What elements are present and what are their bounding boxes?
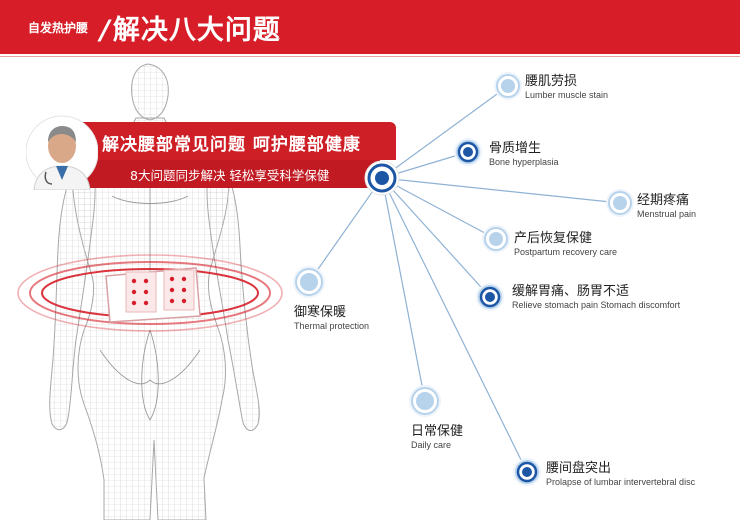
header-divider bbox=[0, 56, 740, 57]
hub-node bbox=[364, 160, 400, 196]
body-wireframe-figure bbox=[17, 63, 283, 520]
issue-8-en: Prolapse of lumbar intervertebral disc bbox=[546, 477, 696, 487]
banner-top-panel bbox=[80, 122, 396, 160]
issue-3-en: Menstrual pain bbox=[637, 209, 697, 219]
issue-2-en: Bone hyperplasia bbox=[489, 157, 559, 167]
connector-line-7 bbox=[381, 177, 426, 402]
issue-5-zh: 缓解胃痛、肠胃不适 bbox=[512, 284, 630, 299]
connector-line-3 bbox=[381, 177, 621, 204]
issue-node-1 bbox=[494, 72, 522, 100]
header-title: 解决八大问题 bbox=[112, 15, 281, 46]
connector-line-5 bbox=[381, 177, 491, 298]
issue-label-3: 经期疼痛 Menstrual pain bbox=[637, 193, 696, 220]
issue-7-en: Daily care bbox=[411, 440, 452, 450]
doctor-avatar bbox=[26, 115, 98, 190]
issue-4-en: Postpartum recovery care bbox=[514, 247, 618, 257]
issue-1-zh: 腰肌劳损 bbox=[525, 74, 578, 89]
header-bar: 自发热护腰 /解决八大问题 bbox=[0, 0, 740, 54]
issue-node-7 bbox=[409, 385, 441, 417]
banner-subline: 8大问题同步解决 轻松享受科学保健 bbox=[130, 168, 330, 183]
issue-node-2 bbox=[454, 138, 482, 166]
issue-label-8: 腰间盘突出 Prolapse of lumbar intervertebral … bbox=[546, 461, 695, 488]
connector-lines bbox=[308, 85, 621, 473]
issue-node-6 bbox=[293, 266, 325, 298]
issue-node-8 bbox=[513, 458, 541, 486]
issue-label-6: 御寒保暖 Thermal protection bbox=[294, 305, 369, 332]
issue-node-5 bbox=[476, 283, 504, 311]
banner-bottom-panel bbox=[80, 160, 380, 188]
header-title-wrap: /解决八大问题 bbox=[100, 15, 281, 46]
connector-line-1 bbox=[381, 85, 509, 179]
issue-label-1: 腰肌劳损 Lumber muscle stain bbox=[525, 74, 608, 101]
issue-label-7: 日常保健 Daily care bbox=[411, 424, 463, 451]
promo-banner: 解决腰部常见问题 呵护腰部健康 8大问题同步解决 轻松享受科学保健 bbox=[80, 122, 396, 188]
issue-nodes bbox=[293, 72, 634, 486]
issue-4-zh: 产后恢复保健 bbox=[514, 231, 593, 246]
issue-node-4 bbox=[482, 225, 510, 253]
banner-headline: 解决腰部常见问题 呵护腰部健康 bbox=[102, 135, 361, 155]
issue-label-2: 骨质增生 Bone hyperplasia bbox=[489, 141, 559, 168]
issue-label-4: 产后恢复保健 Postpartum recovery care bbox=[514, 231, 617, 258]
issue-6-en: Thermal protection bbox=[294, 321, 370, 331]
connector-line-6 bbox=[308, 177, 383, 283]
issue-label-5: 缓解胃痛、肠胃不适 Relieve stomach pain Stomach d… bbox=[512, 284, 680, 311]
heating-pad bbox=[105, 267, 201, 323]
issue-8-zh: 腰间盘突出 bbox=[546, 461, 612, 476]
issue-node-3 bbox=[606, 189, 634, 217]
issue-2-zh: 骨质增生 bbox=[489, 141, 542, 156]
issue-7-zh: 日常保健 bbox=[411, 424, 464, 439]
connector-line-8 bbox=[381, 177, 528, 473]
issue-6-zh: 御寒保暖 bbox=[294, 305, 347, 320]
connector-line-4 bbox=[381, 177, 497, 240]
issue-5-en: Relieve stomach pain Stomach discomfort bbox=[512, 300, 681, 310]
issue-3-zh: 经期疼痛 bbox=[637, 193, 690, 208]
issue-1-en: Lumber muscle stain bbox=[525, 90, 609, 100]
header-subtitle: 自发热护腰 bbox=[28, 21, 89, 35]
